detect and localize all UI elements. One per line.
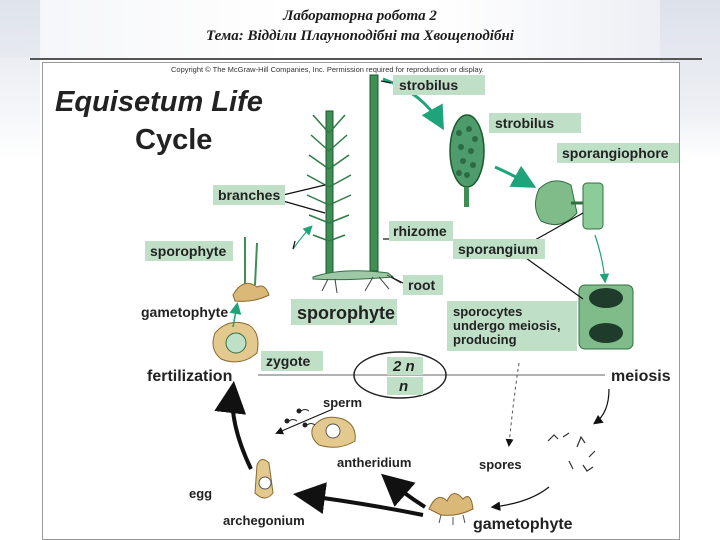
svg-text:branches: branches xyxy=(218,187,280,203)
label-ploidy-n: n xyxy=(387,377,423,395)
svg-text:strobilus: strobilus xyxy=(495,115,554,131)
label-sporangiophore: sporangiophore xyxy=(557,143,679,163)
svg-text:sporophyte: sporophyte xyxy=(150,243,226,259)
svg-text:strobilus: strobilus xyxy=(399,77,458,93)
svg-text:sporangium: sporangium xyxy=(458,241,538,257)
spores-drawing xyxy=(547,432,596,472)
label-sporocytes: sporocytes undergo meiosis, producing xyxy=(447,301,577,351)
archegonium-drawing xyxy=(254,459,274,499)
svg-text:sporophyte: sporophyte xyxy=(297,303,395,323)
svg-text:zygote: zygote xyxy=(266,353,311,369)
slide-background-band xyxy=(0,0,720,58)
label-sporophyte-big: sporophyte xyxy=(291,299,397,325)
arrow-to-sporangiophore xyxy=(494,165,537,188)
svg-text:sporangiophore: sporangiophore xyxy=(562,145,669,161)
svg-text:undergo meiosis,: undergo meiosis, xyxy=(453,318,561,333)
label-rhizome: rhizome xyxy=(389,221,453,241)
fertile-stem xyxy=(369,74,379,272)
young-sporophyte-drawing xyxy=(232,237,270,302)
arrow-spores-to-gametophyte xyxy=(490,486,550,511)
arrow-to-sporophyte xyxy=(292,225,313,250)
svg-text:root: root xyxy=(408,277,436,293)
sterile-stem xyxy=(325,110,334,280)
label-ploidy-2n: 2 n xyxy=(387,357,423,375)
strobilus-closeup xyxy=(449,114,485,207)
label-gametophyte-big: gametophyte xyxy=(473,516,573,533)
rhizome-shape xyxy=(312,270,395,281)
copyright-text: Copyright © The McGraw-Hill Companies, I… xyxy=(171,65,484,74)
sperm-cells-drawing xyxy=(284,408,316,428)
slide-title-line2: Тема: Відділи Плауноподібні та Хвощеподі… xyxy=(206,28,514,44)
sporangiophore-drawing xyxy=(535,180,604,230)
label-strobilus-top: strobilus xyxy=(393,75,485,95)
ploidy-ellipse xyxy=(353,351,447,399)
label-root: root xyxy=(403,275,443,295)
gametophyte-drawing xyxy=(428,493,474,525)
arrow-sperm-to-egg xyxy=(275,408,334,435)
svg-text:sporocytes: sporocytes xyxy=(453,304,522,319)
sporophyte-plant xyxy=(306,74,402,294)
zygote-drawing xyxy=(212,321,259,363)
label-zygote: zygote xyxy=(261,351,323,371)
label-sporophyte-small: sporophyte xyxy=(145,241,233,261)
label-egg: egg xyxy=(189,486,212,501)
arrow-to-archegonium xyxy=(293,482,424,517)
svg-text:producing: producing xyxy=(453,332,517,347)
label-spores: spores xyxy=(479,457,522,472)
slide-title: Лабораторна робота 2 Тема: Відділи Плаун… xyxy=(0,6,720,46)
arrow-to-sporangium xyxy=(594,234,610,284)
svg-text:n: n xyxy=(399,378,408,395)
label-meiosis: meiosis xyxy=(611,368,671,385)
antheridium-drawing xyxy=(311,416,356,448)
arrow-zygote-to-sporophyte xyxy=(229,302,242,328)
label-sporangium: sporangium xyxy=(453,239,545,259)
life-cycle-figure: Copyright © The McGraw-Hill Companies, I… xyxy=(42,62,680,540)
slide-title-line1: Лабораторна робота 2 xyxy=(283,8,437,24)
arrow-to-antheridium xyxy=(380,473,427,509)
label-sperm: sperm xyxy=(323,395,362,410)
figure-title-line1: Equisetum Life xyxy=(55,86,263,118)
arrow-sporocytes-to-spores xyxy=(505,362,520,447)
label-antheridium: antheridium xyxy=(337,455,411,470)
svg-text:rhizome: rhizome xyxy=(393,223,447,239)
arrow-strobilus-zoom xyxy=(382,77,444,131)
title-divider xyxy=(30,58,702,60)
label-archegonium: archegonium xyxy=(223,513,305,528)
arrow-to-fertilization xyxy=(214,381,253,470)
label-branches: branches xyxy=(213,185,285,205)
svg-text:2 n: 2 n xyxy=(392,358,415,375)
figure-title-line2: Cycle xyxy=(135,124,212,156)
arrow-meiosis-to-spores xyxy=(593,388,610,425)
label-strobilus: strobilus xyxy=(489,113,581,133)
label-gametophyte-small: gametophyte xyxy=(141,304,228,320)
life-cycle-diagram: Copyright © The McGraw-Hill Companies, I… xyxy=(55,65,679,533)
label-fertilization: fertilization xyxy=(147,368,232,385)
slide-background-left xyxy=(0,0,40,160)
sporangium-closeup xyxy=(578,284,634,350)
